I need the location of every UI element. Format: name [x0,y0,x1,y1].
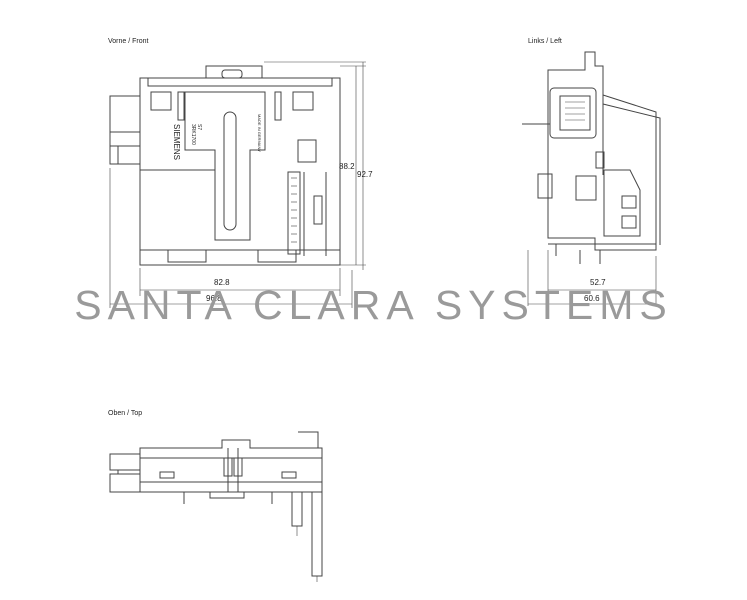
top-view-label: Oben / Top [108,410,143,417]
watermark: SANTA CLARA SYSTEMS [74,282,673,328]
front-view [109,61,366,308]
left-view [522,51,661,306]
left-width-outer-dim: 60.6 [584,294,600,303]
top-view [109,431,323,582]
brand-text: SIEMENS [172,124,181,161]
origin-text: MADE IN GERMANY [257,114,262,153]
front-height-inner-dim: 88.2 [339,162,355,171]
front-width-inner-dim: 82.8 [214,278,230,287]
front-width-outer-dim: 96.8 [206,294,222,303]
product-text: S7 3RK1700 [190,124,202,145]
front-view-label: Vorne / Front [108,38,149,45]
left-view-label: Links / Left [528,38,562,45]
front-height-outer-dim: 92.7 [357,170,373,179]
left-width-inner-dim: 52.7 [590,278,606,287]
